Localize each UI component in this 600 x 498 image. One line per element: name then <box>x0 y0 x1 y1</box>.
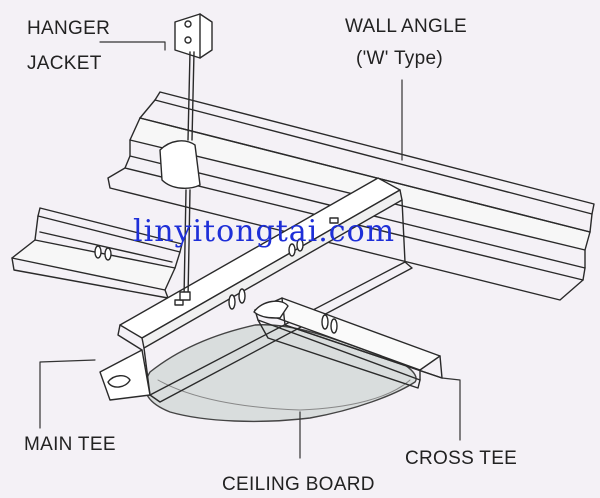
label-wall-angle-line1: WALL ANGLE <box>345 16 467 37</box>
hanger-jacket <box>159 13 213 301</box>
label-hanger-line2: JACKET <box>27 53 102 74</box>
watermark-text: linyitongtai.com <box>133 214 396 249</box>
label-ceiling-board: CEILING BOARD <box>222 474 375 495</box>
wall-angle <box>107 91 595 301</box>
label-wall-angle-line2: ('W' Type) <box>356 48 443 69</box>
label-cross-tee: CROSS TEE <box>405 448 518 469</box>
leader-cross-tee <box>441 377 461 441</box>
ceiling-board <box>144 324 417 423</box>
label-main-tee: MAIN TEE <box>24 434 116 455</box>
leader-hanger-jacket <box>99 41 166 51</box>
label-hanger-line1: HANGER <box>27 18 111 39</box>
cross-tee-right <box>253 297 443 389</box>
leader-lines <box>39 41 461 459</box>
leader-main-tee <box>39 359 96 429</box>
cross-tee-left <box>11 207 183 299</box>
